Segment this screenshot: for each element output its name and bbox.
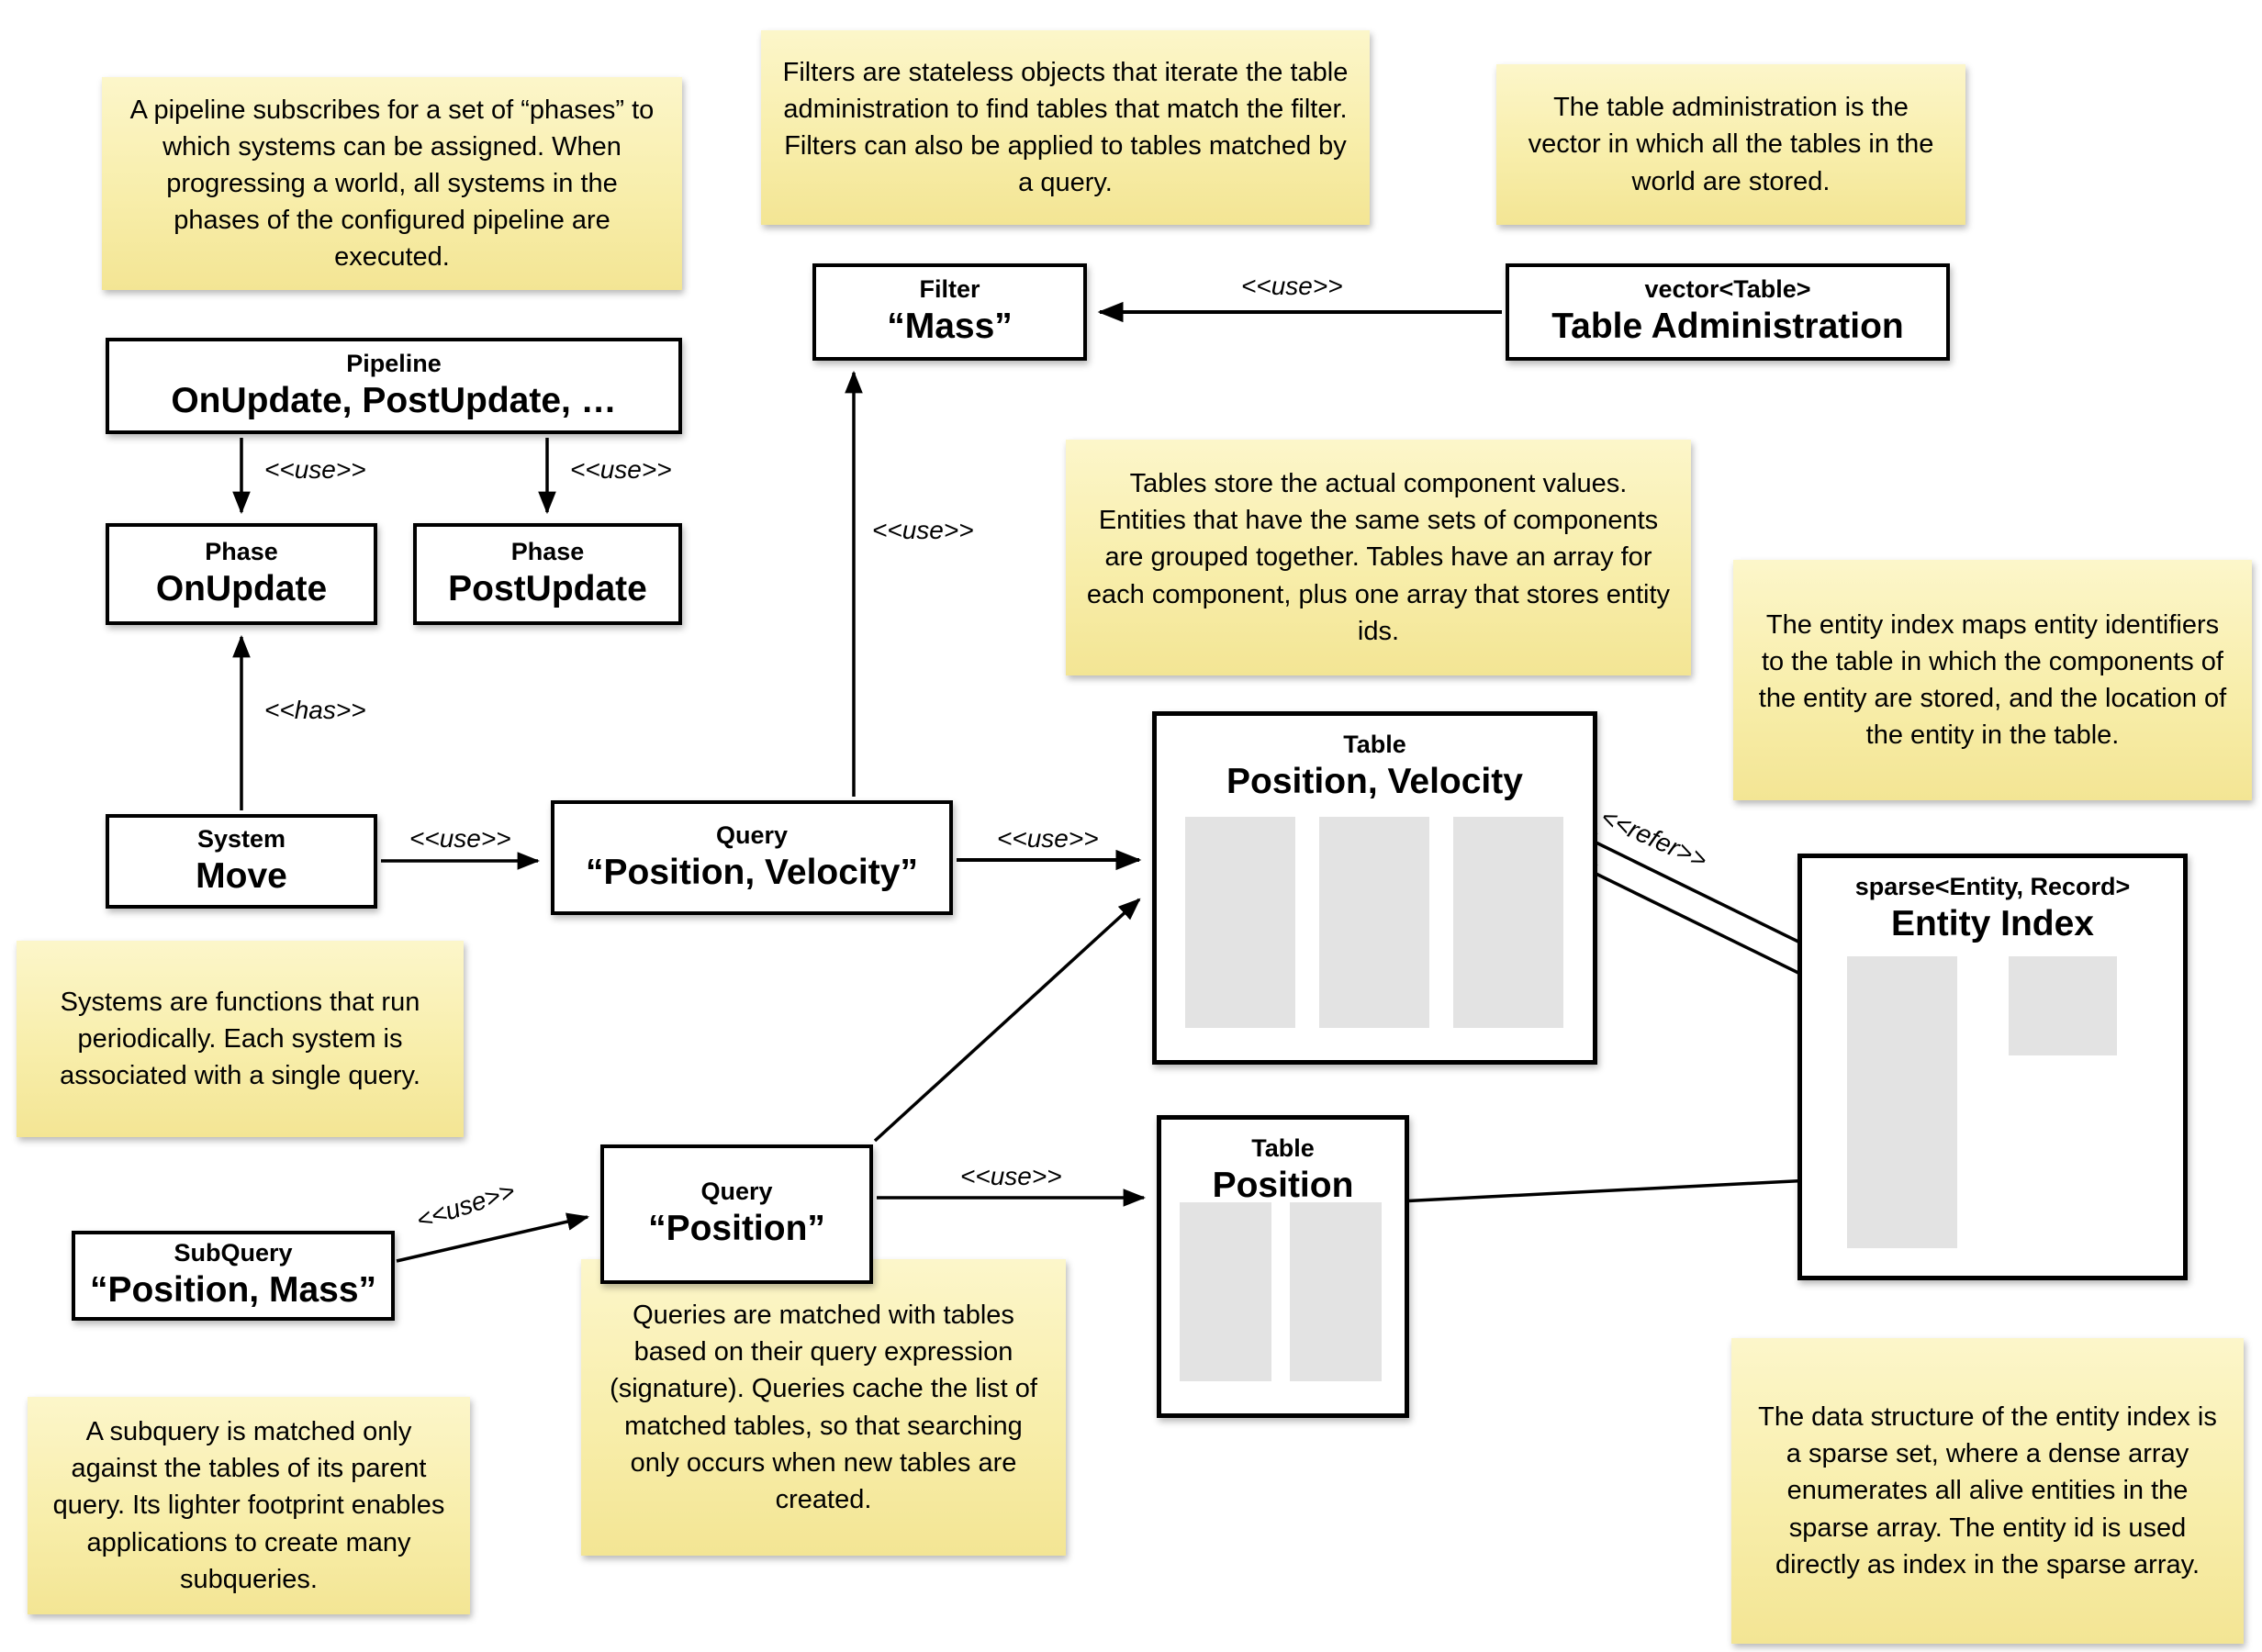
box-system-move: System Move: [106, 814, 377, 909]
box-query-position-velocity: Query “Position, Velocity”: [551, 800, 953, 915]
box-phase-postupdate-title: Phase: [510, 537, 585, 565]
label-use-querypos-tablepos: <<use>>: [960, 1162, 1062, 1190]
label-use-querypv-tablepv: <<use>>: [997, 824, 1099, 853]
table-pv-component-array-2: [1319, 817, 1429, 1028]
table-pos-component-array-2: [1290, 1202, 1382, 1381]
box-table-position-velocity-name: Position, Velocity: [1226, 762, 1523, 802]
box-phase-onupdate: Phase OnUpdate: [106, 523, 377, 625]
note-tables-text: Tables store the actual component values…: [1086, 469, 1671, 646]
note-systems: Systems are functions that run periodica…: [17, 941, 464, 1137]
note-queries-text: Queries are matched with tables based on…: [610, 1300, 1037, 1514]
edge-query-pos-to-table-pv: [873, 898, 1141, 1143]
box-query-position-title: Query: [700, 1178, 773, 1206]
box-filter-mass: Filter “Mass”: [812, 263, 1087, 361]
label-use-pipeline-onupdate: <<use>>: [264, 455, 366, 484]
table-pv-component-array-3: [1453, 817, 1563, 1028]
box-query-position: Query “Position”: [600, 1144, 873, 1284]
box-table-administration-name: Table Administration: [1551, 307, 1904, 347]
label-use-pipeline-postupdate: <<use>>: [570, 455, 672, 484]
box-table-position-velocity-title: Table: [1343, 731, 1406, 758]
table-pv-component-array-1: [1185, 817, 1295, 1028]
label-use-tableadmin-filter: <<use>>: [1241, 272, 1343, 300]
box-subquery-position-mass-title: SubQuery: [174, 1239, 293, 1267]
note-sparse-set: The data structure of the entity index i…: [1731, 1338, 2244, 1644]
note-filters-text: Filters are stateless objects that itera…: [782, 57, 1349, 198]
box-table-administration: vector<Table> Table Administration: [1506, 263, 1950, 361]
label-has-system-phase: <<has>>: [264, 696, 366, 724]
box-system-move-name: Move: [196, 855, 287, 896]
entity-index-dense-array: [2009, 956, 2117, 1055]
label-use-system-query: <<use>>: [409, 824, 511, 853]
box-pipeline: Pipeline OnUpdate, PostUpdate, …: [106, 338, 682, 434]
box-filter-mass-title: Filter: [919, 275, 980, 304]
label-use-subquery-querypos: <<use>>: [412, 1176, 519, 1235]
note-entity-index: The entity index maps entity identifiers…: [1733, 560, 2252, 800]
box-system-move-title: System: [196, 824, 286, 853]
box-query-position-velocity-name: “Position, Velocity”: [586, 852, 918, 892]
label-use-query-filter: <<use>>: [872, 516, 974, 544]
box-filter-mass-name: “Mass”: [887, 307, 1013, 347]
box-table-position-name: Position: [1212, 1166, 1354, 1206]
box-pipeline-name: OnUpdate, PostUpdate, …: [171, 380, 617, 420]
box-phase-postupdate: Phase PostUpdate: [413, 523, 682, 625]
note-table-administration: The table administration is the vector i…: [1496, 64, 1965, 225]
note-systems-text: Systems are functions that run periodica…: [60, 987, 420, 1090]
note-subquery-text: A subquery is matched only against the t…: [52, 1417, 445, 1594]
box-phase-onupdate-title: Phase: [205, 537, 278, 565]
note-sparse-set-text: The data structure of the entity index i…: [1758, 1402, 2217, 1579]
box-query-position-name: “Position”: [648, 1209, 825, 1249]
note-table-administration-text: The table administration is the vector i…: [1528, 93, 1934, 196]
box-table-administration-title: vector<Table>: [1644, 275, 1811, 304]
box-pipeline-title: Pipeline: [346, 349, 442, 377]
note-filters: Filters are stateless objects that itera…: [761, 30, 1370, 225]
note-pipeline: A pipeline subscribes for a set of “phas…: [102, 77, 682, 290]
box-table-position-title: Table: [1251, 1134, 1315, 1162]
entity-index-sparse-array: [1847, 956, 1957, 1248]
box-query-position-velocity-title: Query: [715, 820, 789, 849]
note-pipeline-text: A pipeline subscribes for a set of “phas…: [129, 95, 655, 273]
label-refer-entityindex-tablepv: <<refer>>: [1596, 802, 1712, 875]
box-subquery-position-mass: SubQuery “Position, Mass”: [72, 1231, 395, 1321]
note-tables: Tables store the actual component values…: [1066, 440, 1691, 675]
note-queries: Queries are matched with tables based on…: [581, 1259, 1066, 1556]
box-phase-onupdate-name: OnUpdate: [155, 568, 328, 608]
box-entity-index-title: sparse<Entity, Record>: [1854, 873, 2131, 900]
box-subquery-position-mass-name: “Position, Mass”: [89, 1270, 377, 1311]
note-entity-index-text: The entity index maps entity identifiers…: [1758, 609, 2227, 751]
box-entity-index-name: Entity Index: [1890, 904, 2095, 944]
note-subquery: A subquery is matched only against the t…: [28, 1397, 470, 1614]
table-pos-component-array-1: [1180, 1202, 1271, 1381]
box-phase-postupdate-name: PostUpdate: [448, 568, 647, 608]
edge-sparse-to-table-pos: [1378, 1177, 1848, 1211]
